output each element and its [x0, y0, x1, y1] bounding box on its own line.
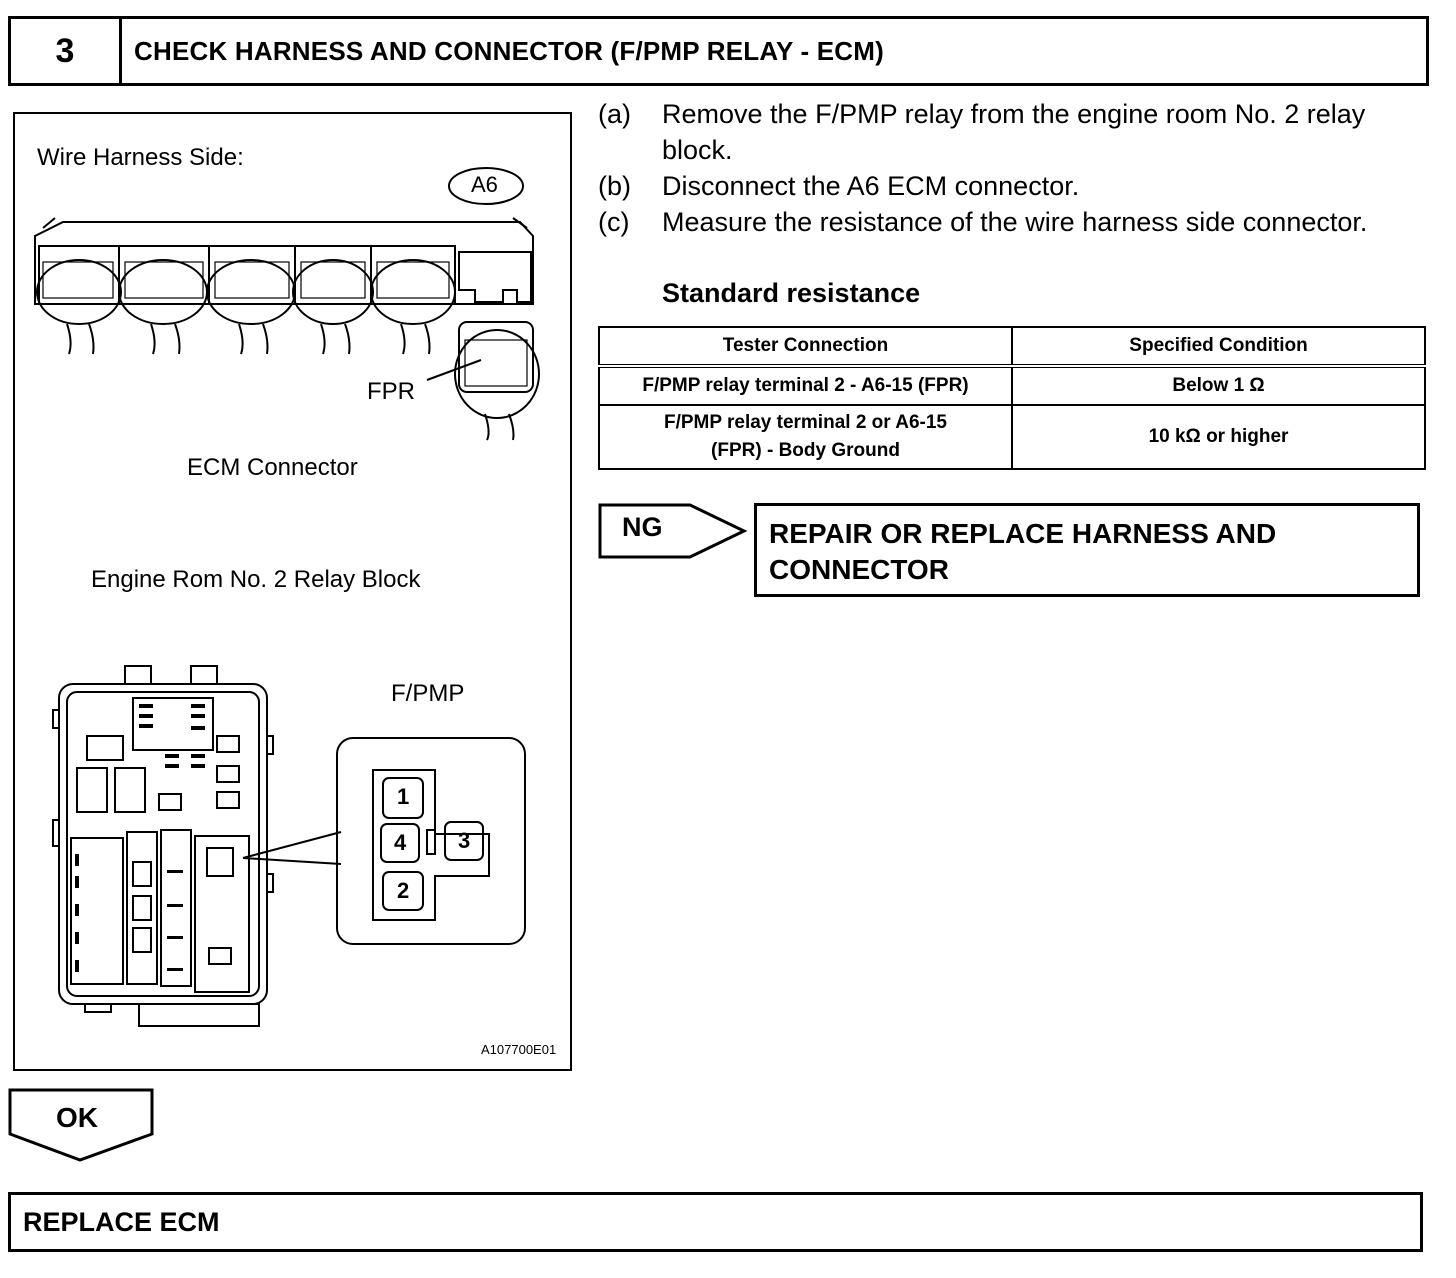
- resistance-spec-table: Tester Connection Specified Condition F/…: [598, 326, 1426, 470]
- wire-harness-side-label: Wire Harness Side:: [37, 144, 244, 171]
- ng-action-line: REPAIR OR REPLACE HARNESS AND: [769, 518, 1277, 549]
- instruction-item: (c) Measure the resistance of the wire h…: [598, 204, 1428, 240]
- instruction-letter: (a): [598, 99, 631, 129]
- connection-line: (FPR) - Body Ground: [711, 440, 900, 461]
- ecm-connector-label: ECM Connector: [187, 454, 358, 481]
- step-number: 3: [11, 19, 122, 83]
- table-cell-condition: 10 kΩ or higher: [1011, 404, 1426, 470]
- step-header: 3 CHECK HARNESS AND CONNECTOR (F/PMP REL…: [8, 16, 1429, 86]
- wiring-figure: Wire Harness Side: A6 FPR ECM Connector …: [13, 112, 572, 1071]
- figure-id: A107700E01: [481, 1042, 557, 1057]
- standard-resistance-heading: Standard resistance: [662, 278, 921, 308]
- ng-action-line: CONNECTOR: [769, 554, 949, 585]
- table-row: F/PMP relay terminal 2 - A6-15 (FPR) Bel…: [598, 365, 1426, 406]
- ok-label: OK: [56, 1102, 98, 1133]
- table-header-cell: Tester Connection: [598, 326, 1013, 368]
- instruction-letter: (c): [598, 207, 630, 237]
- table-header-cell: Specified Condition: [1011, 326, 1426, 368]
- instruction-item: (b) Disconnect the A6 ECM connector.: [598, 168, 1428, 204]
- ng-arrow-icon: [598, 503, 748, 559]
- instruction-letter: (b): [598, 171, 631, 201]
- connection-line: F/PMP relay terminal 2 or A6-15: [663, 412, 947, 433]
- connector-illustration: [34, 167, 540, 1027]
- ng-label: NG: [622, 512, 663, 542]
- instruction-text: Measure the resistance of the wire harne…: [662, 207, 1368, 237]
- terminal-2-label: 2: [397, 878, 410, 903]
- relay-block-label: Engine Rom No. 2 Relay Block: [91, 566, 421, 593]
- terminal-1-label: 1: [397, 784, 410, 809]
- terminal-3-label: 3: [458, 828, 471, 853]
- table-cell-condition: Below 1 Ω: [1011, 365, 1426, 406]
- connector-code-label: A6: [471, 172, 498, 197]
- relay-name-label: F/PMP: [391, 680, 465, 707]
- table-cell-connection: F/PMP relay terminal 2 - A6-15 (FPR): [598, 365, 1013, 406]
- step-title: CHECK HARNESS AND CONNECTOR (F/PMP RELAY…: [134, 35, 884, 66]
- ok-action-box: REPLACE ECM: [8, 1192, 1423, 1252]
- instruction-text: Remove the F/PMP relay from the engine r…: [662, 99, 1366, 165]
- ok-arrow-icon: [8, 1088, 154, 1162]
- terminal-4-label: 4: [394, 830, 407, 855]
- instruction-item: (a) Remove the F/PMP relay from the engi…: [598, 96, 1428, 168]
- ng-action-box: REPAIR OR REPLACE HARNESS AND CONNECTOR: [754, 503, 1420, 597]
- table-cell-connection: F/PMP relay terminal 2 or A6-15 (FPR) - …: [598, 404, 1013, 470]
- instruction-text: Disconnect the A6 ECM connector.: [662, 171, 1080, 201]
- table-header-row: Tester Connection Specified Condition: [598, 326, 1426, 368]
- fpr-terminal-label: FPR: [367, 378, 415, 405]
- instruction-list: (a) Remove the F/PMP relay from the engi…: [598, 96, 1428, 240]
- table-row: F/PMP relay terminal 2 or A6-15 (FPR) - …: [598, 404, 1426, 470]
